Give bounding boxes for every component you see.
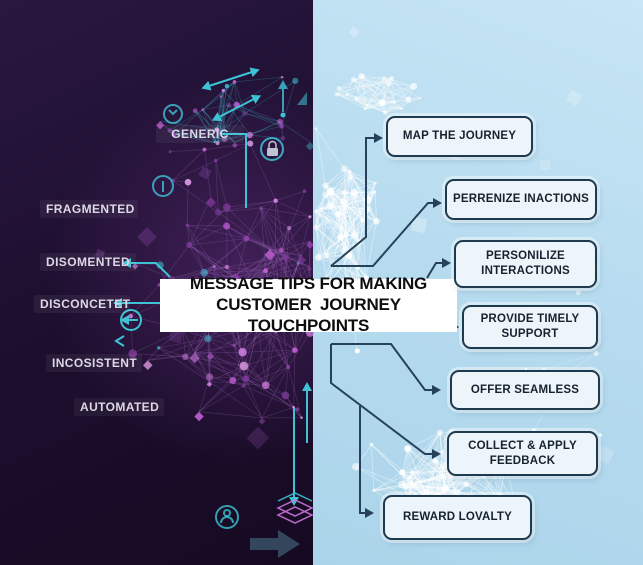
double-arrow-icon bbox=[201, 67, 260, 91]
connector-disomented bbox=[122, 258, 171, 278]
pain-label-incosistent: INCOSISTENT bbox=[46, 354, 142, 372]
chevron-left-icon bbox=[114, 335, 125, 347]
connector-generic bbox=[222, 133, 247, 208]
triangle-icon bbox=[297, 92, 307, 105]
connector-map-the-journey bbox=[330, 133, 383, 267]
connector-personilize-interactions bbox=[426, 258, 451, 279]
connector-collect-apply-feedback bbox=[330, 344, 441, 459]
pain-label-disomented: DISOMENTED bbox=[40, 253, 136, 271]
tip-box-offer-seamless: OFFER SEAMLESS bbox=[450, 370, 600, 410]
title-line-1: MESSAGE TIPS FOR MAKING bbox=[189, 274, 428, 294]
tip-box-map-the-journey: MAP THE JOURNEY bbox=[386, 116, 533, 157]
connector-reward-lovalty bbox=[359, 406, 374, 518]
title-line-2: CUSTOMER JOURNEY TOUCHPOINTS bbox=[216, 295, 401, 335]
pain-label-automated: AUTOMATED bbox=[74, 398, 164, 416]
connector-perrenize-inactions bbox=[331, 198, 442, 267]
left-label-connectors bbox=[113, 133, 247, 347]
double-arrow-icon bbox=[211, 95, 262, 121]
tip-box-collect-apply-feedback: COLLECT & APPLY FEEDBACK bbox=[447, 431, 598, 476]
pain-label-generic: GENERIC bbox=[156, 125, 244, 143]
cyan-decor bbox=[152, 67, 312, 558]
pain-label-disconcetet: DISCONCETET bbox=[34, 295, 130, 313]
stack-icon bbox=[276, 492, 314, 524]
pain-label-fragmented: FRAGMENTED bbox=[40, 200, 138, 218]
refresh-icon bbox=[163, 104, 183, 124]
person-icon bbox=[215, 505, 239, 529]
tip-connectors bbox=[330, 133, 459, 518]
tip-box-personilize-interactions: PERSONILIZE INTERACTIONS bbox=[454, 240, 597, 288]
page-title: MESSAGE TIPS FOR MAKING CUSTOMER JOURNEY… bbox=[160, 274, 457, 335]
lock-glyph bbox=[267, 140, 278, 156]
connector-offer-seamless bbox=[331, 343, 441, 395]
lock-icon bbox=[260, 137, 284, 161]
chunky-arrow-icon bbox=[250, 530, 300, 558]
tip-box-reward-lovalty: REWARD LOVALTY bbox=[383, 495, 532, 540]
info-icon bbox=[152, 175, 174, 197]
tip-box-perrenize-inactions: PERRENIZE INACTIONS bbox=[445, 179, 597, 220]
tip-box-provide-timely-support: PROVIDE TIMELY SUPPORT bbox=[462, 305, 598, 349]
